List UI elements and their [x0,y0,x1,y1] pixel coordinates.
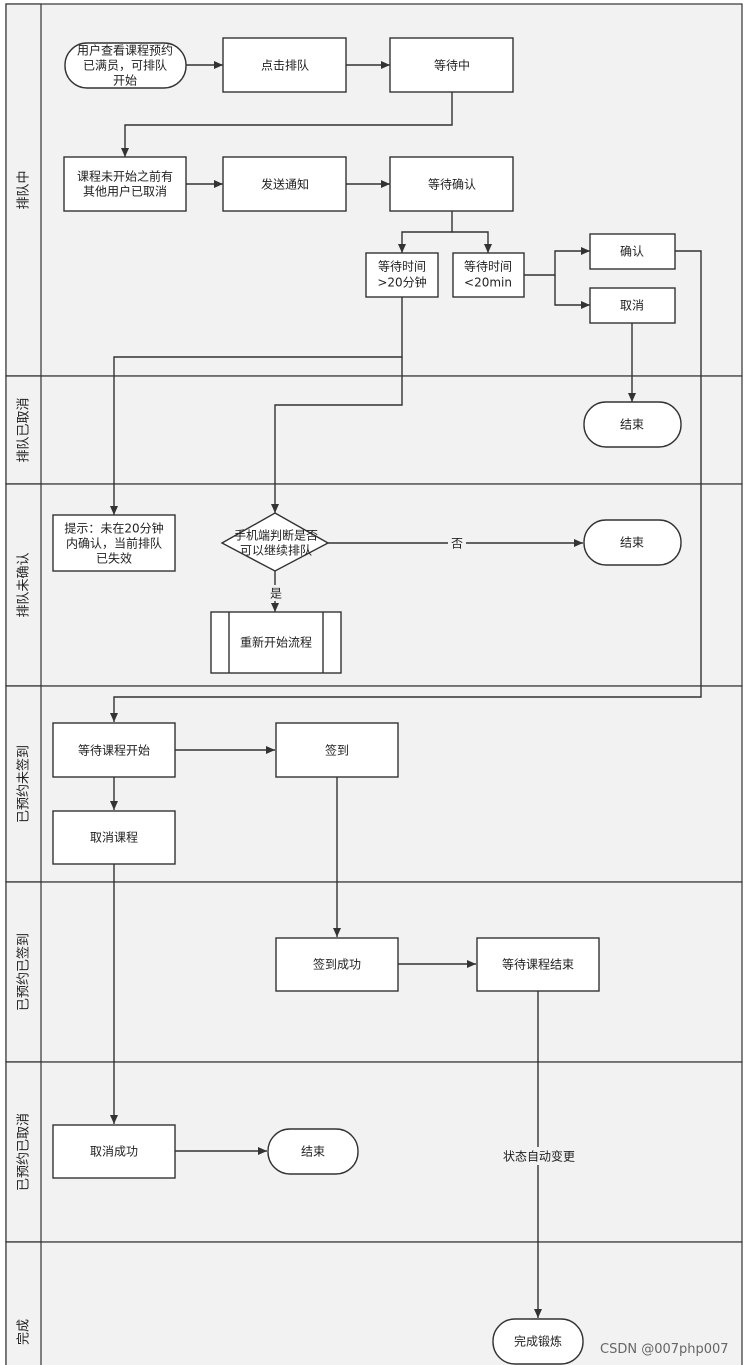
node-wait-under-20-line-2: <20min [464,276,512,290]
edge-over-20-to-decision [271,357,403,513]
node-check-in: 签到 [275,722,399,778]
edge-await-confirm-to-under-20 [452,231,492,253]
node-wait-over-20-line-1: 等待时间 [378,260,426,274]
lane-queue-unconfirmed: 排队未确认 [5,483,743,687]
node-end-queue-cancelled: 结束 [583,401,682,448]
nodes: 用户查看课程预约 已满员，可排队 开始 点击排队 等待中 课程未开始之前有 其他… [52,37,682,1365]
lane-title-booking-cancelled: 已预约已取消 [17,1113,32,1191]
lane-title-queue-unconfirmed: 排队未确认 [17,552,32,617]
edge-confirm-to-wait-course-start [110,250,702,722]
node-training-done-label: 完成锻炼 [514,1334,562,1349]
node-send-notice: 发送通知 [222,156,347,212]
node-tip-invalid-line-1: 提示：未在20分钟 [64,521,163,536]
node-wait-under-20: 等待时间 <20min [452,252,525,298]
node-decision-continue-line-1: 手机端判断是否 [234,528,318,543]
node-start-line-1: 用户查看课程预约 [77,43,173,58]
node-wait-over-20-line-2: >20分钟 [377,275,426,290]
node-end-cancel: 结束 [267,1128,359,1175]
edge-waiting-to-others-cancelled [121,92,453,157]
node-end-queue-cancelled-label: 结束 [620,418,644,432]
lane-title-queue-cancelled: 排队已取消 [17,397,32,462]
node-check-in-success-label: 签到成功 [313,957,361,972]
node-check-in-success: 签到成功 [275,937,399,992]
node-tip-invalid-line-3: 已失效 [96,551,132,566]
node-wait-course-start: 等待课程开始 [52,722,176,778]
node-training-done: 完成锻炼 [492,1318,584,1365]
node-await-confirm: 等待确认 [389,156,514,212]
node-restart-flow: 重新开始流程 [210,611,342,674]
edge-labels: 否 是 状态自动变更 [268,535,578,1165]
lane-title-queuing: 排队中 [17,170,32,209]
node-wait-course-start-label: 等待课程开始 [78,743,150,758]
edge-label-yes: 是 [270,587,282,601]
lane-title-booked-checked-in: 已预约已签到 [16,933,32,1011]
node-others-cancelled-line-1: 课程未开始之前有 [77,169,173,184]
node-click-queue-label: 点击排队 [261,58,309,73]
node-end-cancel-label: 结束 [301,1145,325,1159]
edge-label-no: 否 [451,537,463,551]
lane-title-booked-not-checked-in: 已预约未签到 [16,745,32,823]
node-decision-continue-line-2: 可以继续排队 [240,543,312,558]
edge-over-20-to-tip [110,297,403,515]
lane-booked-not-checked-in: 已预约未签到 [5,685,743,883]
node-confirm-label: 确认 [620,245,644,259]
node-cancel-success-label: 取消成功 [90,1145,138,1159]
node-waiting-label: 等待中 [434,58,470,73]
node-wait-course-end: 等待课程结束 [476,937,600,992]
node-cancel-success: 取消成功 [52,1124,176,1179]
node-start: 用户查看课程预约 已满员，可排队 开始 [64,42,187,89]
swimlanes: 排队中 排队已取消 排队未确认 已预约未签到 已预约已签到 已预约已取消 [5,3,743,1365]
node-wait-course-end-label: 等待课程结束 [502,957,574,972]
node-decision-continue: 手机端判断是否 可以继续排队 [220,512,330,572]
node-cancel: 取消 [589,287,676,324]
node-send-notice-label: 发送通知 [261,177,309,192]
watermark: CSDN @007php007 [600,1342,729,1357]
node-others-cancelled-line-2: 其他用户已取消 [83,184,167,199]
node-click-queue: 点击排队 [222,37,347,93]
node-cancel-label: 取消 [620,299,644,313]
node-check-in-label: 签到 [325,743,349,758]
node-tip-invalid-line-2: 内确认，当前排队 [66,536,162,551]
edge-label-auto-status-change: 状态自动变更 [503,1149,575,1164]
node-tip-invalid: 提示：未在20分钟 内确认，当前排队 已失效 [52,514,176,572]
node-wait-under-20-line-1: 等待时间 [464,260,512,274]
node-confirm: 确认 [589,233,676,270]
node-cancel-course: 取消课程 [52,810,176,865]
node-wait-over-20: 等待时间 >20分钟 [365,252,439,298]
node-end-no-continue: 结束 [583,519,682,566]
node-start-line-3: 开始 [113,74,137,88]
edge-await-confirm-to-over-20 [398,211,453,253]
node-await-confirm-label: 等待确认 [428,178,476,192]
node-restart-flow-label: 重新开始流程 [240,635,312,650]
node-waiting: 等待中 [389,37,514,93]
node-end-no-continue-label: 结束 [620,536,644,550]
lane-title-completed: 完成 [17,1319,32,1345]
edge-under-20-to-confirm [524,247,590,276]
node-others-cancelled: 课程未开始之前有 其他用户已取消 [63,156,187,212]
node-cancel-course-label: 取消课程 [90,830,138,845]
edge-under-20-to-cancel [554,275,590,309]
lane-completed: 完成 [5,1241,743,1365]
node-start-line-2: 已满员，可排队 [83,58,167,73]
